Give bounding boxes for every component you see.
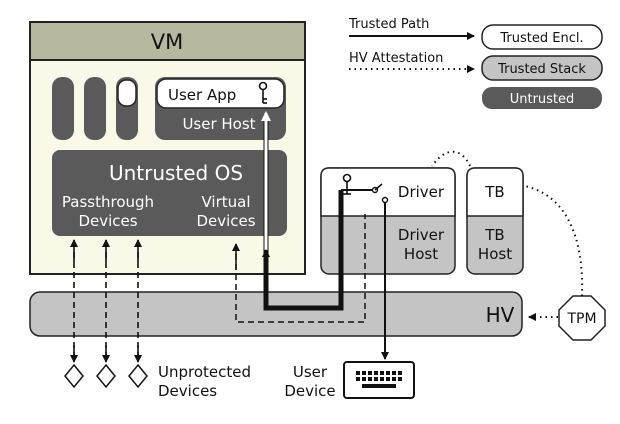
virtual-devices-label-1: Virtual [201, 193, 250, 211]
tb-label: TB [484, 183, 504, 201]
user-device-label-2: Device [284, 382, 335, 400]
untrusted-os-box: Untrusted OS Passthrough Devices Virtual… [52, 150, 287, 236]
driver-host-label-1: Driver [398, 226, 445, 244]
driver-box [320, 167, 456, 217]
passthrough-arrows [70, 239, 142, 363]
driver-host-box: Driver Driver Host [320, 167, 456, 275]
legend-hv-attestation-label: HV Attestation [349, 51, 443, 66]
virtual-devices-label-2: Devices [196, 212, 255, 230]
unprotected-label-1: Unprotected [158, 363, 251, 381]
unprotected-devices: Unprotected Devices [64, 363, 251, 400]
legend-untrusted-label: Untrusted [510, 92, 575, 107]
tb-host-label-2: Host [478, 245, 512, 263]
tb-host-box: TB TB Host [466, 167, 524, 275]
legend-trusted-encl-swatch [481, 24, 603, 50]
attestation-tpm-to-tb [524, 185, 584, 297]
vm-title: VM [151, 30, 183, 54]
user-host-label: User Host [182, 115, 255, 133]
key-icon [258, 81, 268, 104]
user-app-label: User App [168, 86, 236, 104]
user-host-box: User App User Host [155, 77, 286, 140]
passthrough-label-2: Devices [78, 212, 137, 230]
tb-host-label-1: TB [484, 226, 504, 244]
legend-untrusted-swatch [482, 87, 602, 109]
driver-label: Driver [398, 183, 445, 201]
keyboard-icon [343, 361, 415, 399]
passthrough-label-1: Passthrough [62, 193, 154, 211]
process-pill-3-highlight [117, 79, 137, 107]
unprotected-label-2: Devices [158, 382, 217, 400]
user-device: User Device [284, 361, 415, 400]
legend: Trusted Path HV Attestation Trusted Encl… [348, 17, 603, 109]
hv-bar: HV [29, 291, 523, 337]
switch-icon [341, 173, 389, 216]
process-pill-1 [52, 77, 74, 140]
tb-box [466, 167, 524, 217]
tpm-label: TPM [566, 311, 596, 327]
user-device-label-1: User [293, 363, 328, 381]
tpm-chip: TPM [558, 295, 606, 341]
untrusted-virtual-device-path [235, 214, 366, 323]
process-pill-2 [84, 77, 106, 140]
legend-trusted-encl-label: Trusted Encl. [499, 31, 583, 46]
diamond-icon [128, 363, 148, 389]
keyboard-keys [356, 371, 402, 388]
legend-trusted-stack-swatch [481, 55, 603, 81]
attestation-tb-to-driver [431, 150, 471, 167]
driver-host-label-2: Host [404, 245, 438, 263]
hv-label: HV [486, 303, 515, 327]
diamond-icon [96, 363, 116, 389]
user-app-box [156, 78, 285, 109]
legend-trusted-stack-label: Trusted Stack [497, 62, 586, 77]
diamond-icon [64, 363, 84, 389]
untrusted-os-label: Untrusted OS [109, 161, 243, 185]
legend-trusted-path-label: Trusted Path [348, 17, 429, 32]
